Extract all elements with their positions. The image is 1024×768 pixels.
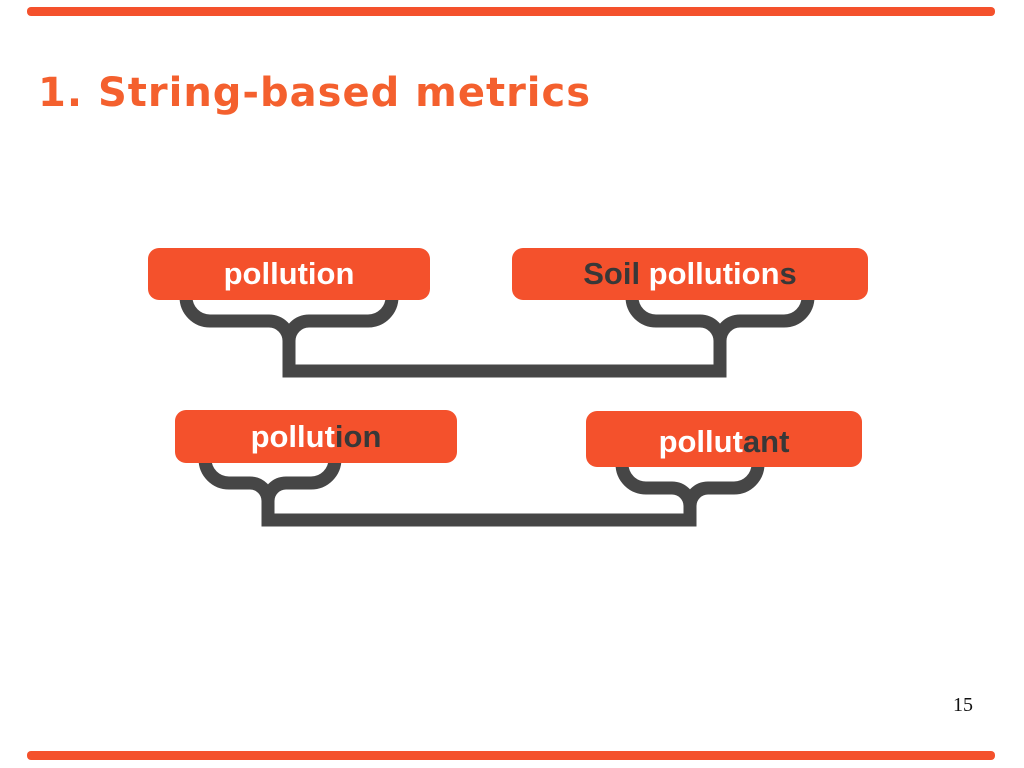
text-segment-light: pollut (250, 418, 335, 454)
text-segment-dark: Soil (583, 256, 649, 291)
brace-bottom-left (198, 452, 342, 519)
brace-top-left (179, 290, 399, 367)
page-number: 15 (953, 694, 973, 716)
accent-bar-bottom (27, 751, 995, 760)
text-segment-dark: s (779, 256, 797, 291)
brace-bottom-right (615, 457, 765, 521)
brace-top-right (625, 290, 815, 367)
page-title: 1. String-based metrics (38, 70, 592, 116)
connector-bottom-pair (261, 500, 697, 527)
text-segment-light: pollution (648, 256, 780, 291)
text-segment-light: pollut (658, 424, 743, 459)
text-segment-dark: ant (742, 424, 790, 459)
text-segment-dark: ion (334, 418, 382, 454)
accent-bar-top (27, 7, 995, 16)
text-segment-light: pollution (223, 256, 355, 291)
connector-top-pair (282, 338, 727, 378)
string-box-pollution: pollution (148, 248, 430, 300)
